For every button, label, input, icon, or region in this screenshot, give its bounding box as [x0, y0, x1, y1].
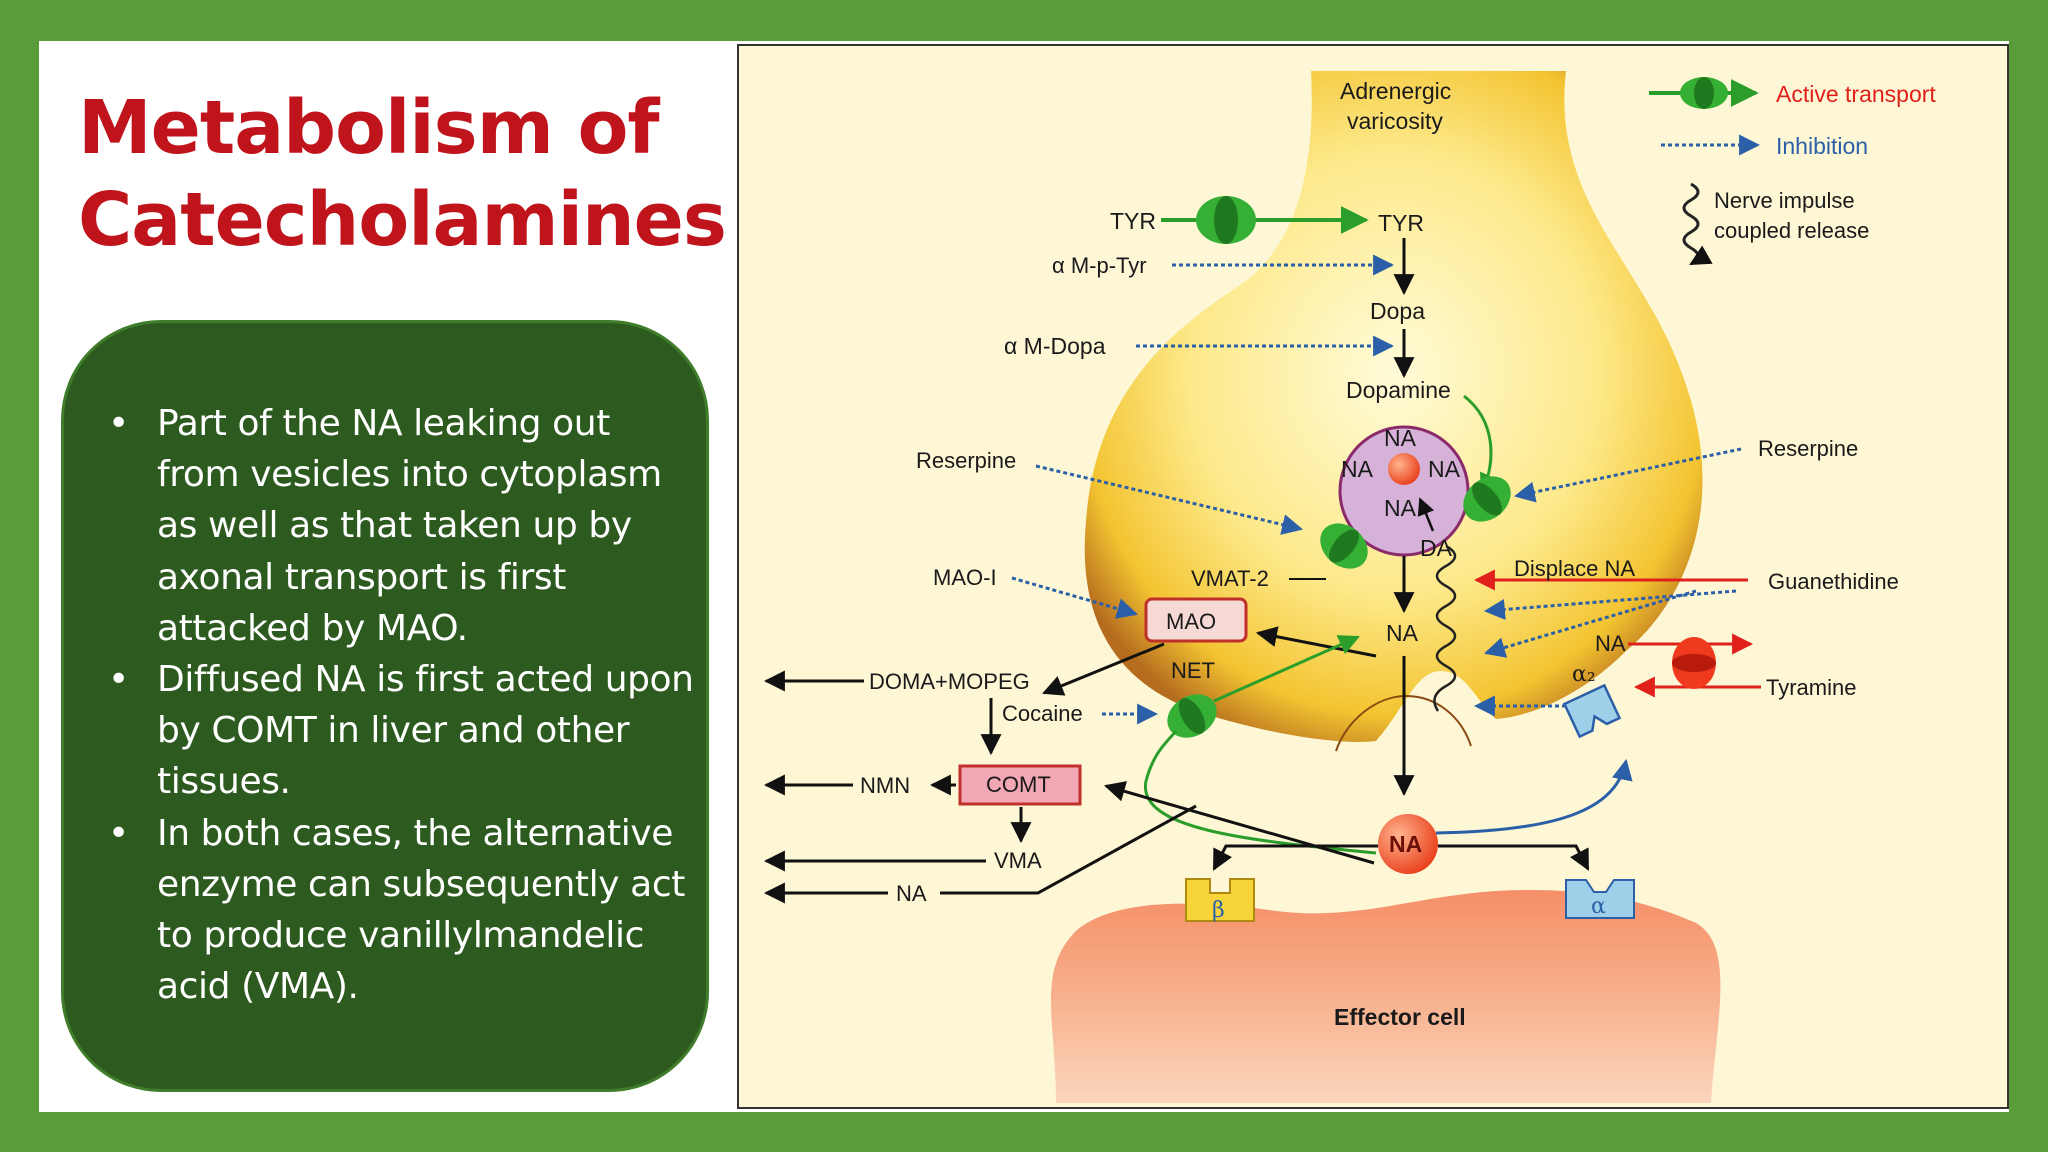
dopa-label: Dopa [1370, 298, 1425, 324]
beta-receptor-icon [1185, 878, 1255, 922]
alpha2-label: α₂ [1572, 662, 1596, 687]
catecholamine-diagram: Effector cell Adrenergic varicosity Acti… [737, 44, 2009, 1109]
doma-mopeg-label: DOMA+MOPEG [869, 669, 1030, 694]
bullet-item: In both cases, the alternative enzyme ca… [96, 808, 696, 1013]
a-m-dopa-label: α M-Dopa [1004, 333, 1106, 359]
net-transporter-icon [1167, 694, 1217, 738]
tyramine-label: Tyramine [1766, 675, 1856, 700]
synaptic-na-ball [1378, 814, 1438, 874]
vesicle-na-left: NA [1341, 456, 1374, 482]
legend-nerve-impulse-line1: Nerve impulse [1714, 188, 1855, 213]
vesicle-na-core [1388, 453, 1420, 485]
na-to-alpha-arrow [1438, 844, 1590, 871]
reserpine-right-label: Reserpine [1758, 436, 1858, 461]
reserpine-left-inhibition-arrow [1035, 464, 1304, 535]
mao-label: MAO [1166, 609, 1216, 634]
comt-box [958, 764, 1082, 806]
vmat2-left-transporter-icon [1320, 523, 1368, 569]
reserpine-right-inhibition-arrow [1513, 447, 1742, 503]
alpha-receptor-icon [1565, 879, 1635, 919]
vmat2-right-transporter-icon [1463, 476, 1511, 522]
legend-squiggle-icon [1682, 182, 1713, 266]
dopamine-label: Dopamine [1346, 377, 1451, 403]
mao-i-inhibition-arrow [1011, 576, 1139, 619]
bullet-item: Part of the NA leaking out from vesicles… [96, 398, 696, 654]
legend-active-transport-label: Active transport [1776, 81, 1936, 107]
cocaine-label: Cocaine [1002, 701, 1083, 726]
a-m-p-tyr-label: α M-p-Tyr [1052, 253, 1147, 278]
net-label: NET [1171, 658, 1215, 683]
effector-cell-label: Effector cell [1334, 1004, 1466, 1030]
bullet-list: Part of the NA leaking out from vesicles… [96, 398, 696, 1012]
comt-label: COMT [986, 772, 1051, 797]
mao-to-doma-arrow [1042, 642, 1165, 696]
tyramine-transporter-icon [1672, 637, 1716, 689]
tyramine-release-inhibition-arrow [1483, 589, 1697, 658]
displace-na-label: Displace NA [1514, 556, 1635, 581]
na-to-beta-arrow [1212, 844, 1378, 871]
tyr-transporter-icon [1196, 196, 1256, 244]
figure-panel: Effector cell Adrenergic varicosity Acti… [736, 41, 2009, 1112]
alpha2-receptor-icon [1562, 683, 1622, 739]
varicosity-label-line2: varicosity [1347, 108, 1443, 134]
na-outflow-label: NA [896, 881, 927, 906]
varicosity-label-line1: Adrenergic [1340, 78, 1451, 104]
vesicle-na-right: NA [1428, 456, 1461, 482]
vma-label: VMA [994, 848, 1042, 873]
vesicle-na-mid: NA [1384, 495, 1417, 521]
legend-inhibition-label: Inhibition [1776, 133, 1868, 159]
mao-i-label: MAO-I [933, 565, 997, 590]
nerve-impulse-squiggle [1433, 544, 1457, 712]
bullet-item: Diffused NA is first acted upon by COMT … [96, 654, 696, 808]
tyr-inside-label: TYR [1378, 210, 1424, 236]
legend-nerve-impulse-line2: coupled release [1714, 218, 1869, 243]
na-diffusion-line [940, 804, 1197, 895]
slide-title: Metabolism of Catecholamines [78, 85, 727, 263]
vesicle-da-to-na-arrow [1417, 497, 1435, 532]
net-reuptake-arrow [1213, 635, 1360, 703]
na-to-comt-arrow [1103, 781, 1375, 865]
vesicle-na-top: NA [1384, 425, 1417, 451]
beta-label: β [1212, 898, 1225, 923]
vmat2-label: VMAT-2 [1191, 566, 1269, 591]
tyr-outside-label: TYR [1110, 208, 1156, 234]
guanethidine-label: Guanethidine [1768, 569, 1899, 594]
legend-transporter-icon [1680, 77, 1728, 109]
alpha-label: α [1591, 894, 1606, 919]
synaptic-na-label: NA [1389, 831, 1422, 857]
na-to-alpha2-feedback-arrow [1435, 758, 1633, 835]
adrenergic-varicosity-shape [1084, 71, 1703, 742]
na-tyramine-exchange-label: NA [1595, 631, 1626, 656]
varicosity-release-notch [1335, 694, 1472, 752]
reserpine-left-label: Reserpine [916, 448, 1016, 473]
mao-box [1144, 597, 1248, 643]
nmn-label: NMN [860, 773, 910, 798]
effector-cell-shape [1051, 890, 1721, 1103]
cytoplasm-na-label: NA [1386, 620, 1419, 646]
